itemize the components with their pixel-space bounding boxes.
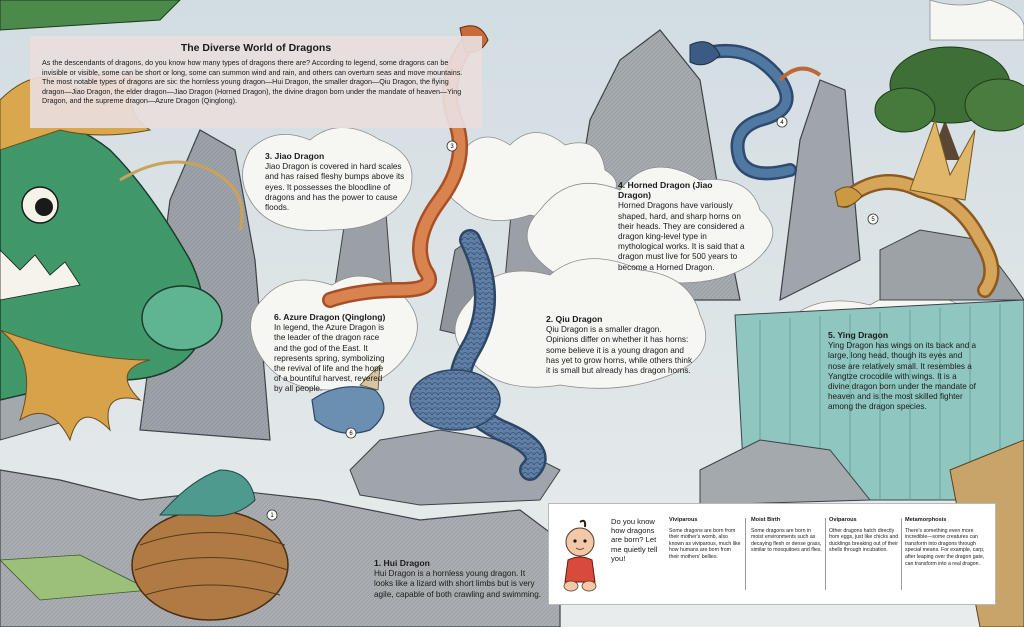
hui-dragon-block: 1. Hui Dragon Hui Dragon is a hornless y… (374, 558, 544, 600)
marker-4-label: 4 (780, 120, 784, 126)
marker-5-label: 5 (871, 217, 875, 223)
horned-dragon-illustration (689, 41, 822, 181)
moist-birth-text: Some dragons are born in moist environme… (751, 527, 822, 554)
page-title: The Diverse World of Dragons (180, 42, 332, 54)
number-markers: 1 6 3 4 5 (266, 116, 879, 521)
metamorphosis-text: There's something even more incredible—s… (905, 527, 985, 567)
azure-dragon-text: In legend, the Azure Dragon is the leade… (274, 323, 385, 394)
qiu-dragon-block: 2. Qiu Dragon Qiu Dragon is a smaller dr… (546, 314, 696, 376)
birth-column-metamorphosis: Metamorphosis There's something even mor… (905, 517, 985, 567)
oviparous-title: Oviparous (829, 517, 857, 523)
column-divider (901, 518, 902, 590)
intro-text: As the descendants of dragons, do you kn… (42, 58, 463, 106)
marker-6 (345, 427, 357, 439)
tree (874, 46, 1024, 160)
oviparous-text: Other dragons hatch directly from eggs, … (829, 527, 899, 554)
ying-dragon-text: Ying Dragon has wings on its back and a … (828, 341, 977, 412)
hui-dragon-egg-illustration (131, 469, 289, 621)
viviparous-title: Viviparous (669, 517, 698, 523)
marker-1 (266, 509, 278, 521)
column-divider (745, 518, 746, 590)
viviparous-text: Some dragons are born from their mother'… (669, 527, 741, 560)
marker-6-label: 6 (349, 431, 353, 437)
dragon-birth-panel: Do you know how dragons are born? Let me… (548, 503, 996, 605)
marker-4 (776, 116, 788, 128)
child-character-icon (563, 519, 597, 592)
hui-dragon-title: 1. Hui Dragon (374, 558, 430, 568)
azure-dragon-block: 6. Azure Dragon (Qinglong) In legend, th… (274, 312, 392, 395)
birth-column-moist: Moist Birth Some dragons are born in moi… (751, 517, 823, 554)
horned-dragon-block: 4. Horned Dragon (Jiao Dragon) Horned Dr… (618, 180, 746, 273)
jiao-dragon-text: Jiao Dragon is covered in hard scales an… (265, 162, 405, 213)
birth-column-viviparous: Viviparous Some dragons are born from th… (669, 517, 741, 561)
metamorphosis-title: Metamorphosis (905, 517, 947, 523)
intro-panel: The Diverse World of Dragons As the desc… (30, 36, 482, 128)
horned-dragon-title: 4. Horned Dragon (Jiao Dragon) (618, 180, 713, 201)
qiu-dragon-title: 2. Qiu Dragon (546, 314, 603, 324)
marker-3 (446, 140, 458, 152)
ying-dragon-illustration (834, 118, 1000, 298)
ying-dragon-block: 5. Ying Dragon Ying Dragon has wings on … (828, 330, 980, 413)
corner-decoration-top-left (0, 0, 181, 31)
jiao-dragon-block: 3. Jiao Dragon Jiao Dragon is covered in… (265, 151, 407, 213)
jiao-dragon-title: 3. Jiao Dragon (265, 151, 325, 161)
marker-1-label: 1 (270, 513, 274, 519)
qiu-dragon-text: Qiu Dragon is a smaller dragon. Opinions… (546, 325, 693, 376)
marker-5 (867, 213, 879, 225)
moist-birth-title: Moist Birth (751, 517, 781, 523)
qiu-dragon-illustration (409, 229, 547, 481)
ying-dragon-title: 5. Ying Dragon (828, 330, 889, 340)
azure-dragon-illustration (311, 363, 385, 434)
birth-column-oviparous: Oviparous Other dragons hatch directly f… (829, 517, 901, 554)
azure-dragon-title: 6. Azure Dragon (Qinglong) (274, 312, 386, 322)
horned-dragon-text: Horned Dragons have variously shaped, ha… (618, 201, 745, 272)
birth-question: Do you know how dragons are born? Let me… (611, 517, 658, 563)
marker-3-label: 3 (450, 144, 454, 150)
column-divider (825, 518, 826, 590)
hui-dragon-text: Hui Dragon is a hornless young dragon. I… (374, 569, 542, 599)
